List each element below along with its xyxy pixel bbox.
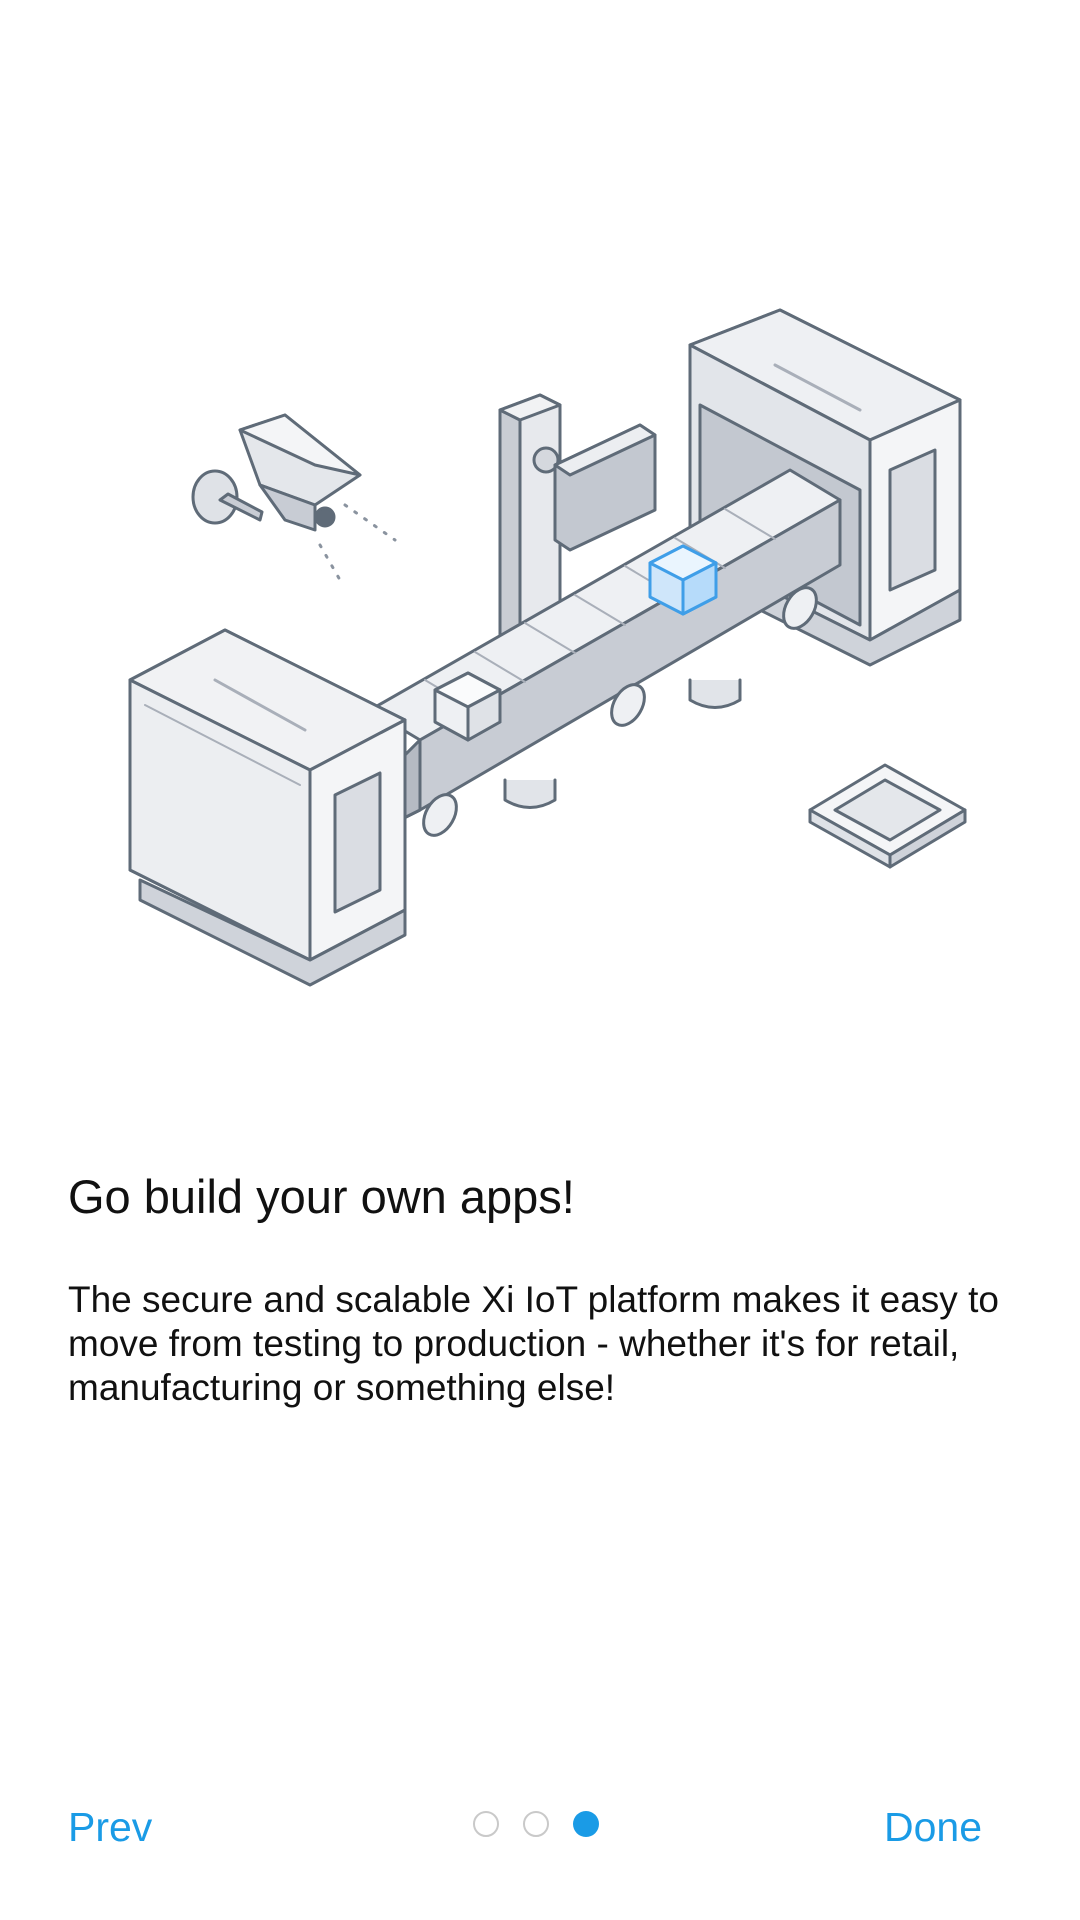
security-camera (191, 413, 362, 532)
page-title: Go build your own apps! (68, 1170, 575, 1223)
sensor-pad (808, 763, 967, 869)
page-dot-2[interactable] (523, 1811, 549, 1837)
machine-left (128, 628, 407, 987)
page-indicator (473, 1808, 613, 1840)
done-button[interactable]: Done (883, 1804, 982, 1850)
page-dot-1[interactable] (473, 1811, 499, 1837)
prev-button[interactable]: Prev (68, 1804, 153, 1850)
page-description: The secure and scalable Xi IoT platform … (68, 1279, 999, 1408)
conveyor-belt (368, 468, 842, 837)
iot-conveyor-illustration (128, 308, 967, 987)
sensor-post (498, 393, 657, 652)
page-dot-3-active[interactable] (573, 1811, 599, 1837)
onboarding-nav-bar: Prev Done (0, 1780, 1080, 1880)
package-box (433, 671, 502, 742)
highlighted-package-box (648, 544, 718, 616)
